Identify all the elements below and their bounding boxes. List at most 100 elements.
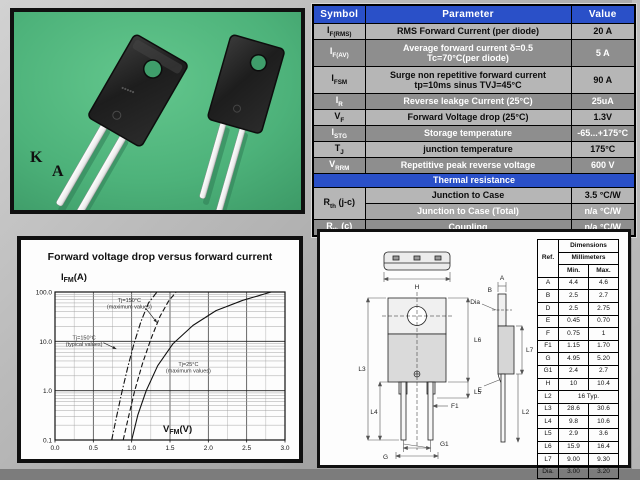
value-cell: 20 A [570,23,636,40]
annotation-0: Tj=150°C(maximum values) [107,298,152,310]
parameter-cell: Repetitive peak reverse voltage [364,157,572,174]
parameter-cell: RMS Forward Current (per diode) [364,23,572,40]
dims-ref-cell: L2 [537,390,559,404]
dims-ref-cell: G1 [537,364,559,379]
dims-title: Dimensions [558,239,619,253]
y-tick-label: 0.1 [43,438,52,445]
package-outline-drawing: H [358,251,534,461]
dims-max-cell: 9.30 [588,453,619,467]
dims-minmax-row: Min. Max. [538,264,619,278]
x-tick-label: 1.5 [165,445,174,452]
y-tick-label: 1.0 [43,388,52,395]
symbol-cell: IFSM [312,66,366,94]
package-right [199,34,285,222]
dims-min-cell: 9.8 [558,415,589,429]
y-tick-label: 10.0 [39,339,52,346]
dims-max-cell: 5.20 [588,352,619,366]
symbol-cell: Rth (j-c) [312,187,366,220]
dims-ref-header: Ref. [537,239,559,278]
dims-max-cell: 10.4 [588,377,619,392]
dim-label-g: G [383,454,388,461]
y-tick-label: 100.0 [36,290,53,297]
x-tick-label: 0.0 [50,445,59,452]
x-axis-label: VFM(V) [163,424,192,436]
dims-min-cell: 2.5 [558,301,589,316]
parameter-cell: Forward Voltage drop (25°C) [364,109,572,126]
cathode-label: K [30,149,43,166]
parameter-cell: junction temperature [364,141,572,158]
dims-min-cell: 1.15 [558,339,589,354]
dims-ref-cell: L4 [537,415,559,429]
forward-voltage-chart: Forward voltage drop versus forward curr… [36,251,290,452]
ratings-header-row: Symbol Parameter Value [312,4,636,24]
dims-min-cell: 4.4 [558,276,589,291]
value-cell: 1.3V [570,109,636,126]
symbol-cell: VF [312,109,366,126]
dim-label-l4: L4 [370,409,378,416]
dims-max-cell: 16.4 [588,440,619,455]
x-tick-label: 1.0 [127,445,136,452]
dim-label-b: B [488,287,492,294]
dims-max-cell: 0.70 [588,314,619,329]
value-cell: 90 A [570,66,636,94]
dim-label-l3: L3 [358,366,366,373]
dim-label-f1: F1 [451,403,459,410]
ratings-header-parameter: Parameter [364,4,572,24]
dims-max-cell: 30.6 [588,402,619,417]
ratings-row-r0: IF(RMS)RMS Forward Current (per diode)20… [312,23,636,40]
dim-label-dia: Dia [470,299,480,306]
dims-ref-cell: D [537,301,559,316]
dims-ref-cell: G [537,352,559,366]
parameter-cell: Junction to Case (Total) [364,203,572,220]
x-tick-label: 3.0 [280,445,289,452]
symbol-cell: TJ [312,141,366,158]
value-cell: -65...+175°C [570,125,636,142]
value-cell: 5 A [570,39,636,67]
dim-label-l2: L2 [522,409,530,416]
dims-min-cell: 2.4 [558,364,589,379]
dims-typ-cell: 16 Typ. [558,390,619,404]
dims-ref-cell: A [537,276,559,291]
dim-label-g1: G1 [440,441,449,448]
dims-ref-cell: F [537,327,559,341]
dim-label-a: A [500,275,505,282]
mounting-hole [249,53,268,72]
dims-max-cell: 1 [588,327,619,341]
package-left: ••••• [56,34,188,232]
ratings-header-symbol: Symbol [312,4,366,24]
symbol-cell: IF(RMS) [312,23,366,40]
curve-2 [131,291,272,441]
mounting-hole [142,59,163,79]
dims-min-cell: 10 [558,377,589,392]
chart-title: Forward voltage drop versus forward curr… [48,251,273,263]
value-cell: n/a °C/W [570,203,636,220]
annotation-2: Tj=25°C(maximum values) [166,362,211,375]
dims-ref-cell: B [537,289,559,303]
y-axis-label: IFM(A) [61,272,87,284]
x-tick-label: 2.0 [204,445,213,452]
dims-min-cell: 0.45 [558,314,589,329]
dims-ref-cell: L3 [537,402,559,417]
dim-label-h: H [415,284,420,291]
dims-ref-cell: L5 [537,427,559,442]
symbol-cell: ISTG [312,125,366,142]
x-tick-label: 0.5 [89,445,98,452]
component-photo: ••••• K A [14,12,301,232]
